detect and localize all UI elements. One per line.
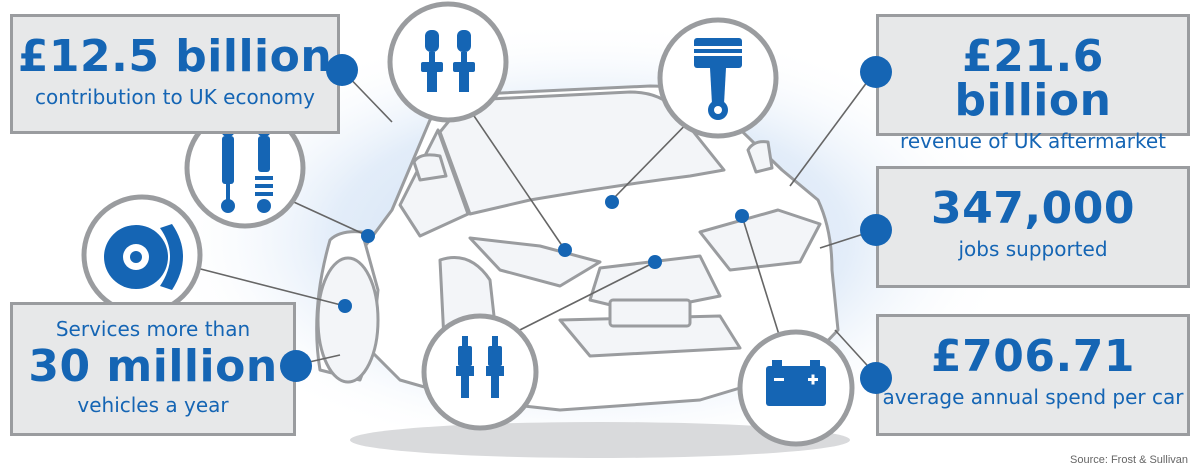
economy-label: contribution to UK economy [35, 85, 315, 109]
jobs-label: jobs supported [958, 237, 1108, 261]
spark-plugs-icon [421, 313, 539, 431]
source-note: Source: Frost & Sullivan [1070, 454, 1188, 466]
piston-icon [657, 17, 779, 139]
right-headlight [698, 208, 822, 272]
vehicles-prefix: Services more than [55, 317, 251, 341]
brake-disc-icon [81, 194, 203, 316]
mirror-left [412, 153, 448, 182]
jobs-value: 347,000 [931, 183, 1135, 234]
spend-label: average annual spend per car [882, 385, 1184, 409]
connector-lines [184, 67, 877, 376]
aftermarket-value: £21.6 billion [954, 31, 1112, 126]
stat-box-aftermarket: £21.6 billion revenue of UK aftermarket [876, 14, 1190, 153]
number-plate [608, 298, 692, 328]
stat-box-spend: £706.71 average annual spend per car [876, 314, 1190, 436]
aftermarket-label: revenue of UK aftermarket [900, 129, 1166, 153]
spend-value: £706.71 [931, 331, 1135, 382]
left-headlight [468, 236, 602, 288]
car-dots [338, 195, 749, 313]
battery-icon [737, 329, 855, 447]
car-shadow [350, 422, 850, 458]
stat-box-economy: £12.5 billion contribution to UK economy [10, 14, 340, 134]
mirror-right [746, 140, 774, 174]
vehicles-label: vehicles a year [77, 393, 229, 417]
economy-value: £12.5 billion [17, 31, 333, 82]
front-wheel [316, 256, 380, 384]
stat-box-vehicles: Services more than 30 million vehicles a… [10, 302, 296, 436]
headlight-bulbs-icon [387, 1, 509, 123]
vehicles-value: 30 million [28, 341, 278, 392]
stat-box-jobs: 347,000 jobs supported [876, 166, 1190, 288]
